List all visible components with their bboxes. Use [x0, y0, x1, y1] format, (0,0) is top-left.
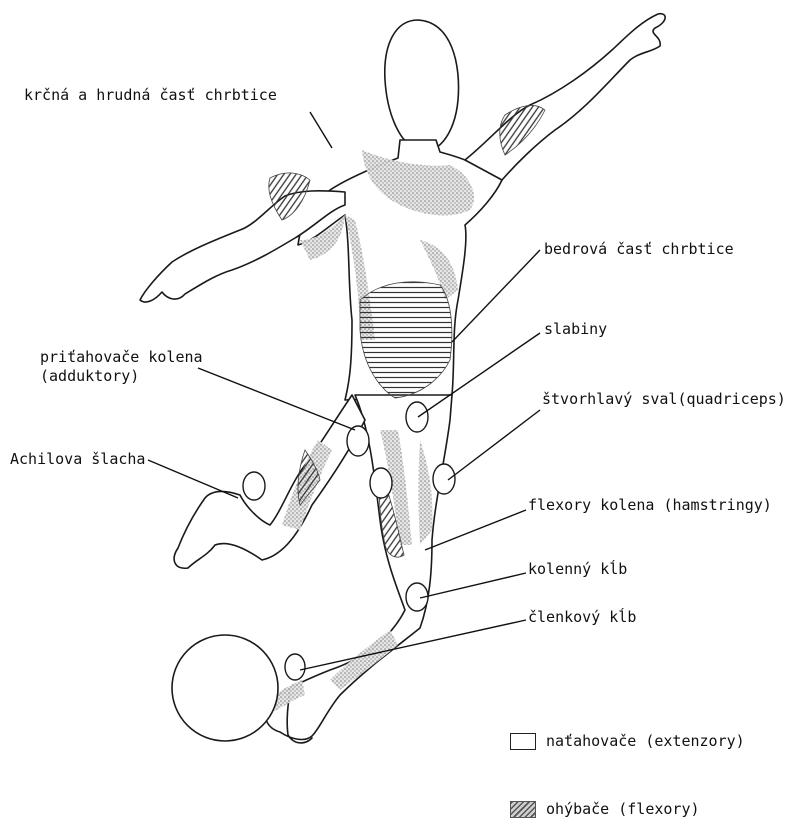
label-knee-flexors: flexory kolena (hamstringy) — [528, 496, 772, 515]
label-cervical-thoracic-spine: krčná a hrudná časť chrbtice — [24, 86, 277, 105]
legend-extensors-swatch — [510, 733, 536, 750]
label-quadriceps: štvorhlavý sval(quadriceps) — [542, 390, 786, 409]
label-groin: slabiny — [544, 320, 607, 339]
label-achilles-tendon: Achilova šlacha — [10, 450, 145, 469]
legend-flexors-label: ohýbače (flexory) — [546, 800, 700, 819]
label-ankle-joint: členkový kĺb — [528, 608, 636, 627]
label-knee-joint: kolenný kĺb — [528, 560, 627, 579]
label-lumbar-spine: bedrová časť chrbtice — [544, 240, 734, 259]
label-knee-adductors-line2: (adduktory) — [40, 367, 203, 386]
label-knee-adductors-line1: priťahovače kolena — [40, 348, 203, 367]
legend-extensors-label: naťahovače (extenzory) — [546, 732, 745, 751]
label-knee-adductors: priťahovače kolena (adduktory) — [40, 348, 203, 386]
football-ball — [172, 635, 278, 741]
legend-flexors-swatch — [510, 801, 536, 818]
